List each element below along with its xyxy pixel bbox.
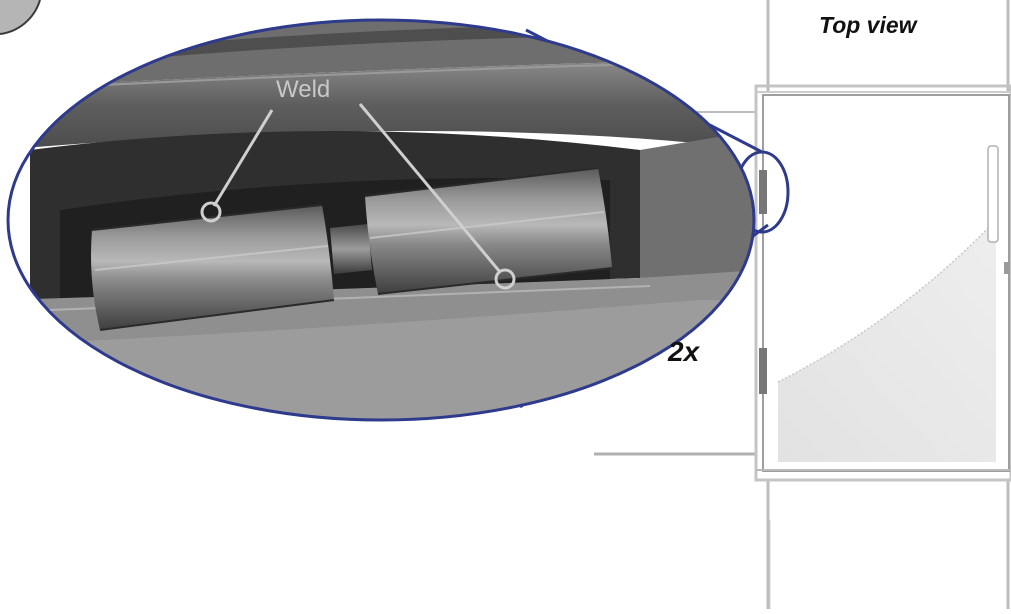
magnifier-outline [6, 18, 756, 422]
door-frame [754, 84, 1011, 482]
handle [987, 145, 999, 243]
door-panel [778, 220, 996, 462]
top-view-title: Top view [819, 12, 917, 38]
weld-label: Weld [276, 76, 330, 103]
weld-marker-left [200, 201, 222, 223]
left-roller [91, 204, 335, 331]
hinge-bottom [759, 348, 767, 394]
hinge-top [759, 170, 767, 214]
hinge-pin [330, 224, 372, 274]
magnified-detail [6, 18, 756, 422]
corner-circle-fragment [0, 0, 41, 35]
right-roller [364, 167, 613, 295]
weld-callouts: Weld [200, 76, 516, 290]
quantity-label: 2x [668, 336, 700, 367]
weld-marker-right [494, 268, 516, 290]
